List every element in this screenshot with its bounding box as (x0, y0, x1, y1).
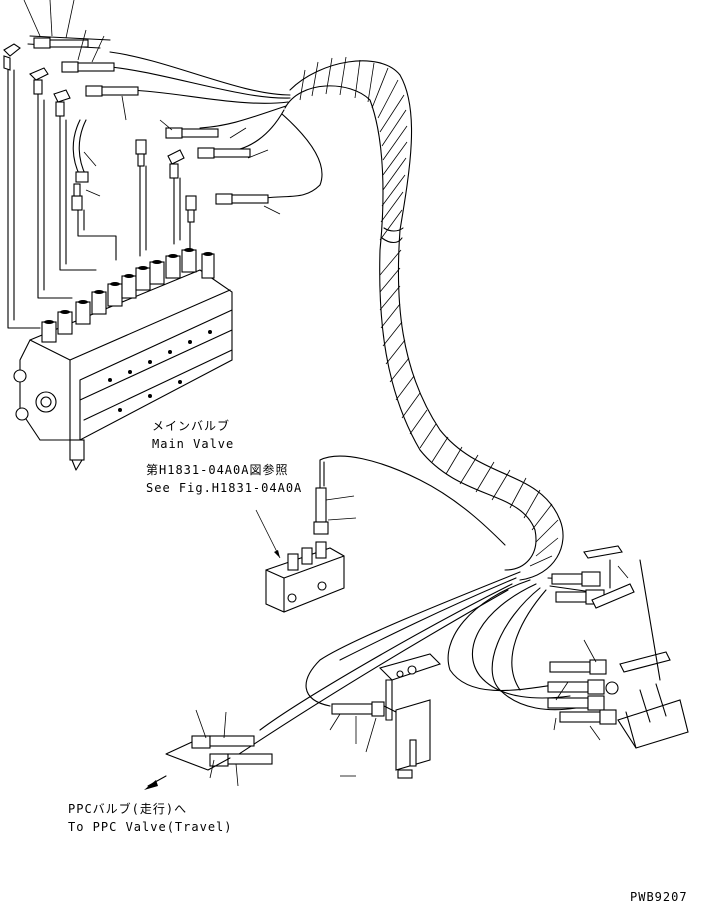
main-valve-label-jp: メインバルブ (152, 419, 231, 433)
ppc-valve-label-jp: PPCバルブ(走行)へ (68, 802, 188, 816)
leader-lines-upper (23, 0, 281, 215)
leader-lines-small-valve (255, 495, 357, 559)
upper-hoses (27, 35, 323, 199)
main-valve-assembly (13, 248, 233, 471)
leader-lines-ppc (195, 709, 239, 787)
travel-lever-bracket (378, 653, 442, 779)
ppc-valve-label-en: To PPC Valve(Travel) (68, 820, 233, 834)
leader-lines-right (553, 565, 629, 741)
travel-hose-fitting (331, 701, 397, 717)
pipes-to-main-valve (7, 69, 191, 329)
spiral-wrapped-hose-bundle (284, 56, 564, 581)
lower-hoses (229, 571, 593, 761)
ppc-fittings (144, 735, 273, 790)
see-fig-label-en: See Fig.H1831-04A0A (146, 481, 303, 495)
main-valve-label-en: Main Valve (152, 437, 235, 451)
small-control-valve (265, 541, 345, 613)
see-fig-label-jp: 第H1831-04A0A図参照 (146, 463, 289, 477)
vertical-fitting (313, 455, 506, 546)
drawing-code: PWB9207 (630, 890, 688, 904)
mounting-brackets (583, 545, 689, 749)
leader-lines-lever (329, 713, 377, 777)
right-fittings (547, 571, 619, 725)
